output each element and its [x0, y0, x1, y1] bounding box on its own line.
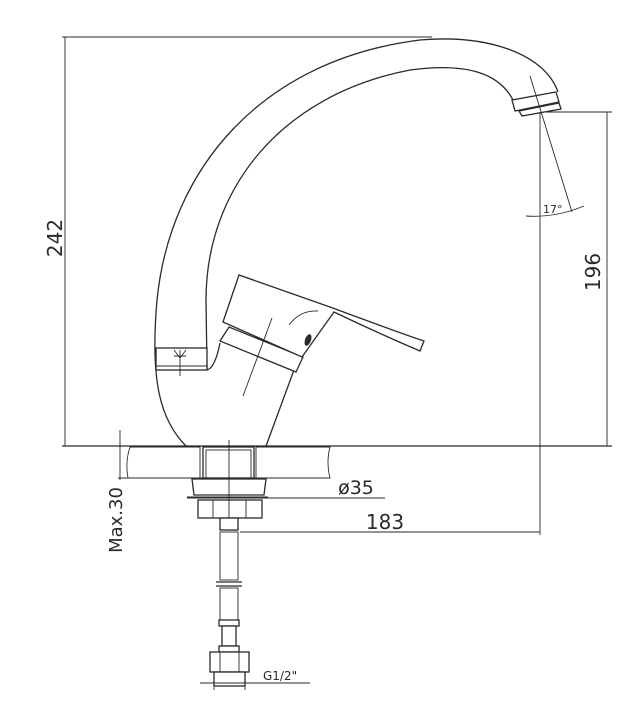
- dim-base-diameter: ø35: [338, 477, 374, 499]
- dimension-lines: [62, 36, 612, 690]
- body-ring: [155, 347, 208, 376]
- mounting-nut: [187, 440, 268, 530]
- flexible-hose: [209, 517, 250, 687]
- dim-spout-height: 196: [581, 253, 605, 291]
- dim-spout-reach: 183: [366, 510, 404, 534]
- dim-spout-angle: 17°: [543, 203, 563, 216]
- dim-connection-thread: G1/2": [263, 669, 297, 683]
- dim-max-thickness: Max.30: [106, 487, 127, 553]
- mixer-body: [206, 274, 425, 447]
- dim-total-height: 242: [43, 219, 67, 257]
- spout: [154, 38, 573, 447]
- countertop: [62, 445, 612, 479]
- spout-axis: [529, 75, 573, 213]
